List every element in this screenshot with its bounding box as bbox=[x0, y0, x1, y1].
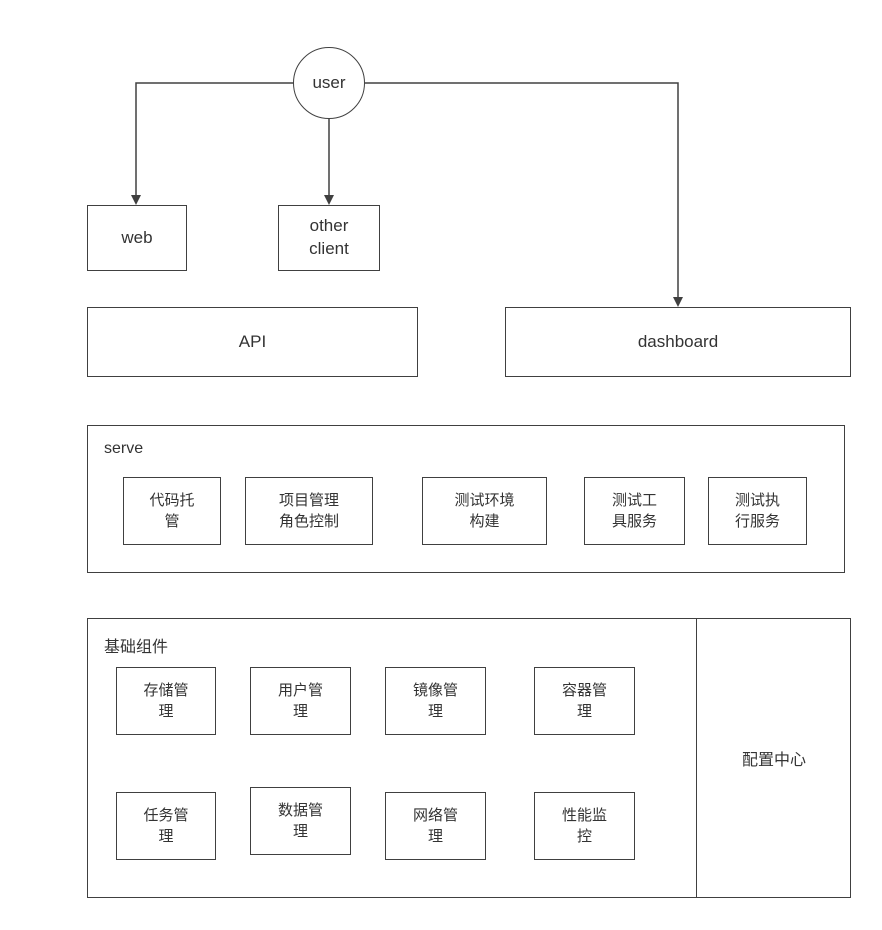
serve-item-test-exec: 测试执 行服务 bbox=[708, 477, 807, 545]
arrowhead-dashboard bbox=[673, 297, 683, 307]
serve-item-project-role: 项目管理 角色控制 bbox=[245, 477, 373, 545]
serve-label: serve bbox=[104, 440, 144, 457]
base-components-container: 基础组件 存储管 理 用户管 理 镜像管 理 容器管 理 任务管 理 数据管 理… bbox=[87, 618, 851, 898]
base-components-label: 基础组件 bbox=[104, 639, 169, 656]
serve-item-test-tools: 测试工 具服务 bbox=[584, 477, 685, 545]
base-item-task-mgmt: 任务管 理 bbox=[116, 792, 216, 860]
base-item-image-mgmt: 镜像管 理 bbox=[385, 667, 486, 735]
serve-item-code-hosting: 代码托 管 bbox=[123, 477, 221, 545]
node-api: API bbox=[87, 307, 418, 377]
base-item-network-mgmt: 网络管 理 bbox=[385, 792, 486, 860]
base-item-data-mgmt: 数据管 理 bbox=[250, 787, 351, 855]
base-item-storage: 存储管 理 bbox=[116, 667, 216, 735]
node-other-client: other client bbox=[278, 205, 380, 271]
serve-container: serve 代码托 管 项目管理 角色控制 测试环境 构建 测试工 具服务 测试… bbox=[87, 425, 845, 573]
arrowhead-web bbox=[131, 195, 141, 205]
base-item-perf-monitor: 性能监 控 bbox=[534, 792, 635, 860]
edge-user-to-web bbox=[135, 82, 295, 197]
base-item-container-mgmt: 容器管 理 bbox=[534, 667, 635, 735]
config-center-column: 配置中心 bbox=[696, 619, 851, 897]
base-item-user-mgmt: 用户管 理 bbox=[250, 667, 351, 735]
node-user: user bbox=[293, 47, 365, 119]
config-center-label: 配置中心 bbox=[741, 752, 806, 769]
serve-item-test-env: 测试环境 构建 bbox=[422, 477, 547, 545]
node-dashboard: dashboard bbox=[505, 307, 851, 377]
node-web: web bbox=[87, 205, 187, 271]
arrowhead-other-client bbox=[324, 195, 334, 205]
edge-user-to-dashboard bbox=[365, 82, 679, 299]
